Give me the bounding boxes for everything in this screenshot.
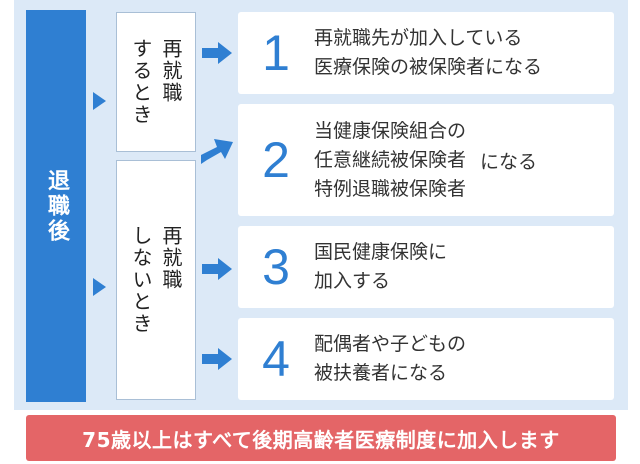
- result-card-1: 1 再就職先が加入している 医療保険の被保険者になる: [238, 12, 614, 94]
- result-number: 4: [262, 331, 290, 387]
- arrow-right-icon: [202, 258, 232, 280]
- footer-note: 75歳以上はすべて後期高齢者医療制度に加入します: [26, 415, 616, 461]
- result-text: 国民健康保険に 加入する: [314, 241, 448, 292]
- retirement-box: 退職後: [26, 10, 86, 402]
- result-number: 1: [262, 25, 290, 81]
- result-number: 3: [262, 239, 290, 295]
- result-card-2: 2 当健康保険組合の 任意継続被保険者 特例退職被保険者 になる: [238, 104, 614, 216]
- result-text: 配偶者や子どもの 被扶養者になる: [314, 333, 467, 384]
- result-suffix: になる: [480, 150, 538, 173]
- condition-reemployed: 再就職 するとき: [116, 12, 196, 152]
- result-text: 再就職先が加入している 医療保険の被保険者になる: [314, 27, 543, 78]
- arrow-right-icon: [202, 42, 232, 64]
- result-card-4: 4 配偶者や子どもの 被扶養者になる: [238, 318, 614, 400]
- arrow-right-icon: [202, 348, 232, 370]
- arrow-up-right-icon: [201, 139, 233, 164]
- condition-label: 再就職 するとき: [129, 38, 183, 126]
- result-card-3: 3 国民健康保険に 加入する: [238, 226, 614, 308]
- triangle-arrow-icon: [93, 278, 106, 296]
- result-text: 当健康保険組合の 任意継続被保険者 特例退職被保険者: [314, 119, 467, 200]
- condition-not-reemployed: 再就職 しないとき: [116, 160, 196, 400]
- triangle-arrow-icon: [93, 92, 106, 110]
- retirement-label: 退職後: [44, 168, 69, 244]
- condition-label: 再就職 しないとき: [129, 225, 183, 335]
- result-number: 2: [262, 132, 290, 188]
